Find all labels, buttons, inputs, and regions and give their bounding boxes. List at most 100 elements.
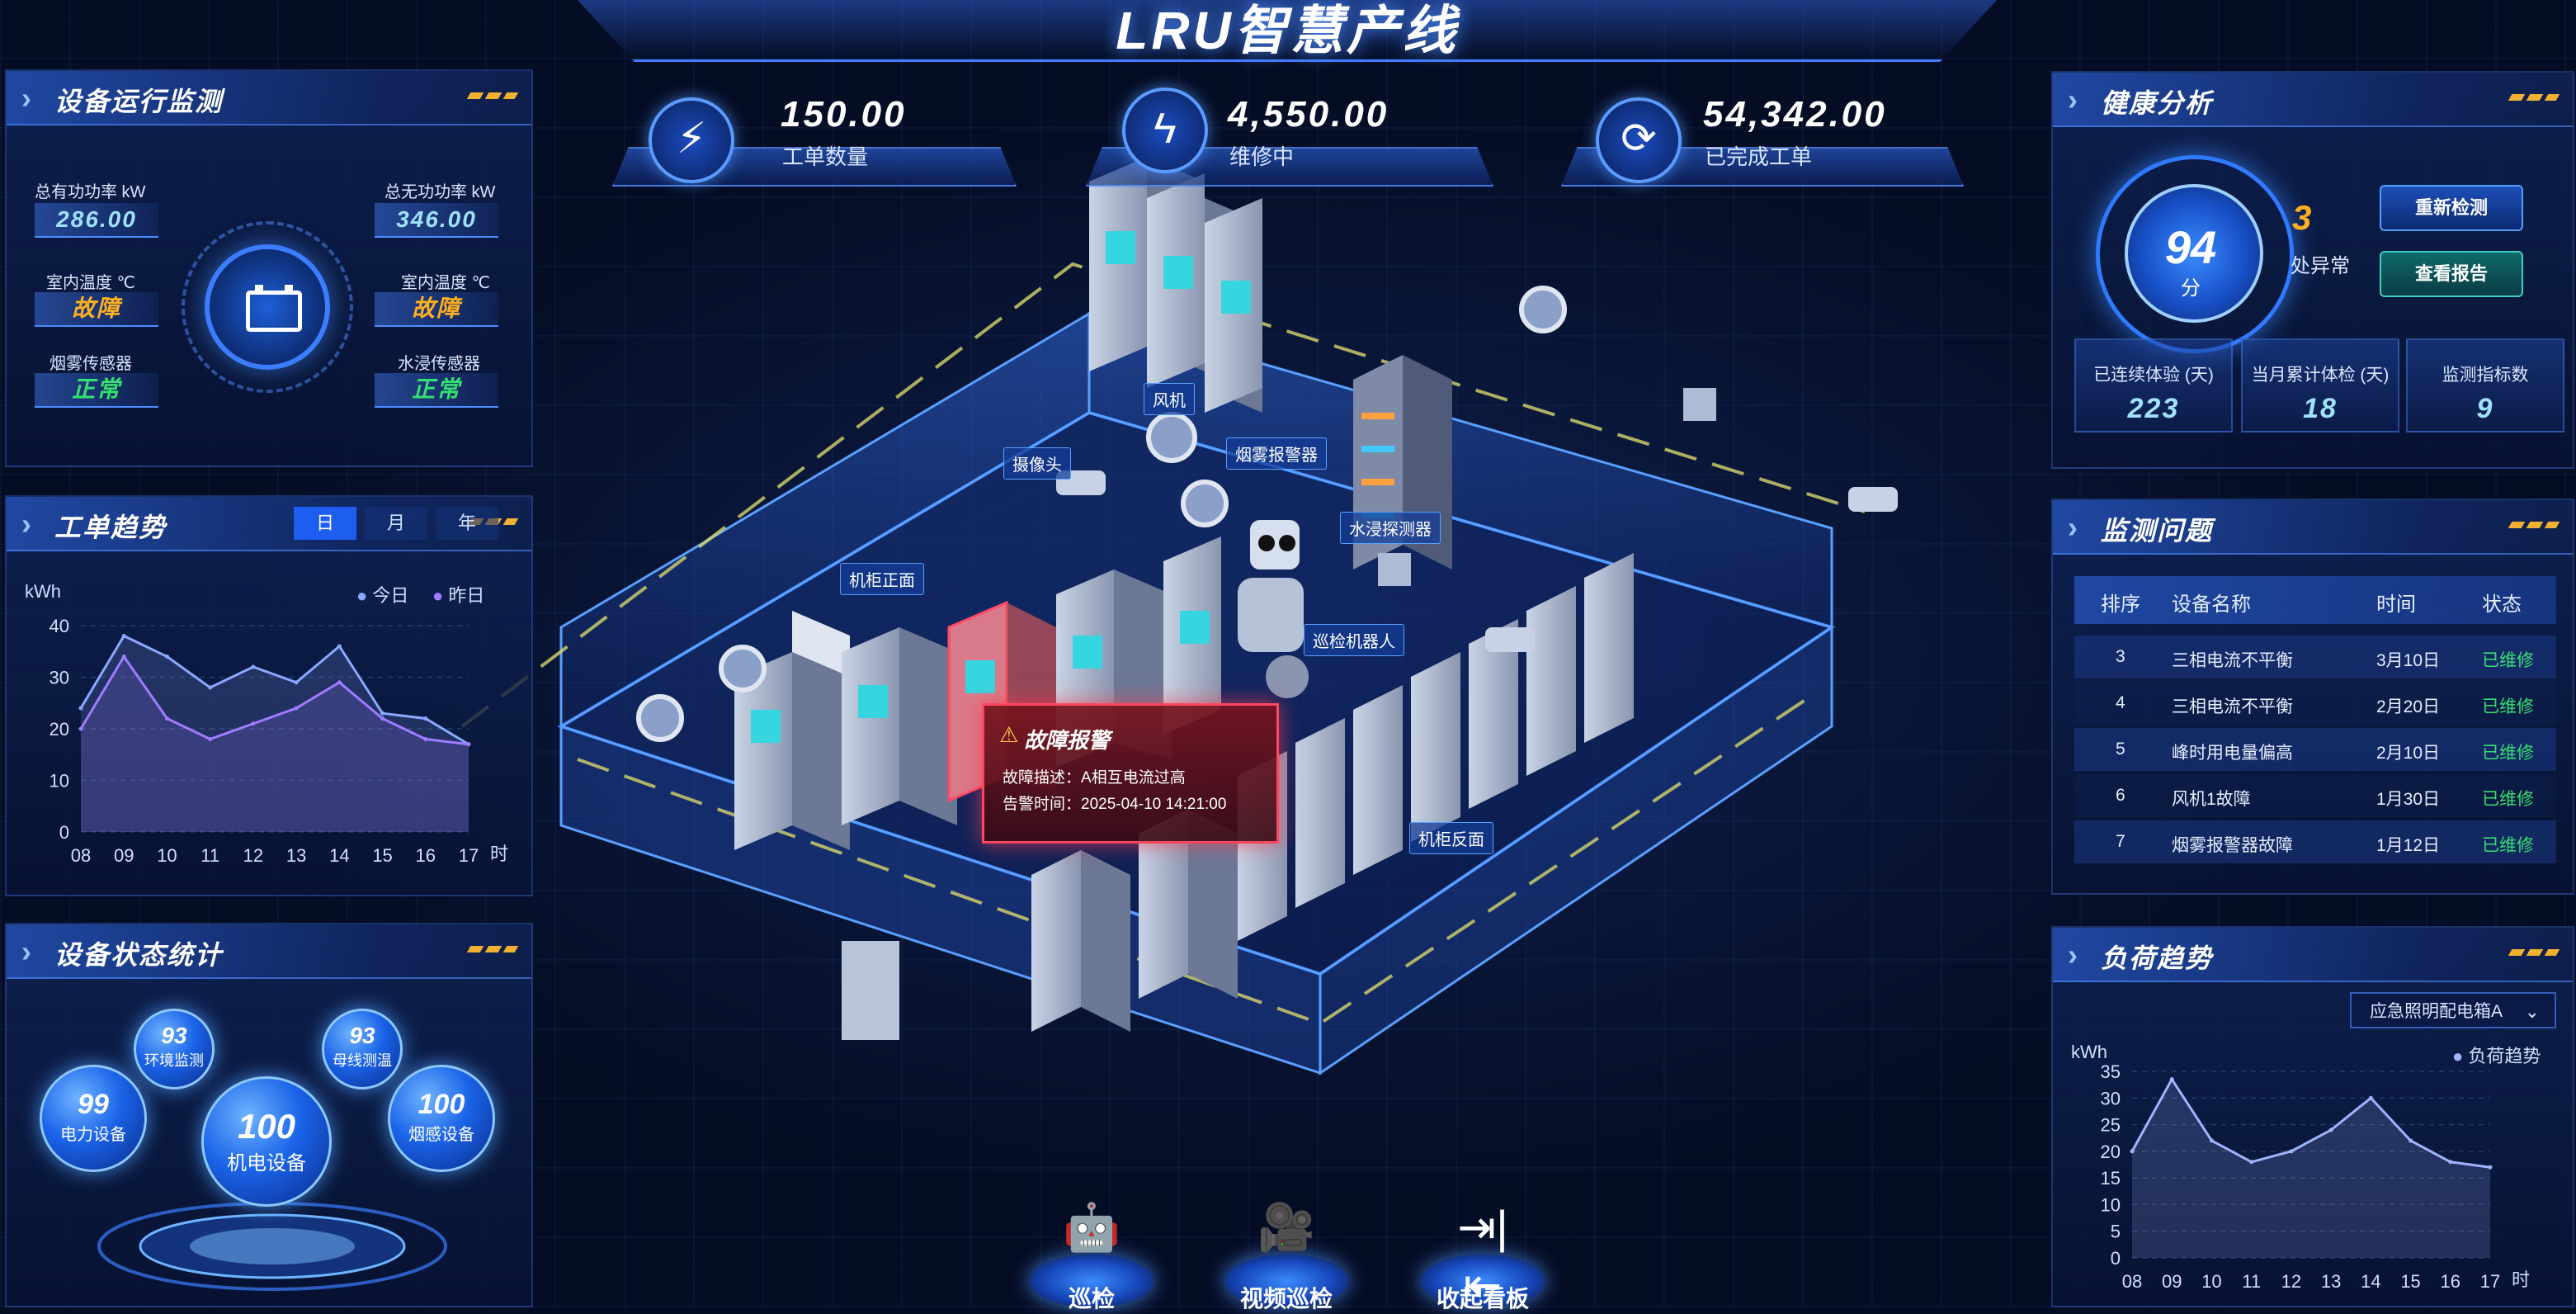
- panel-header: › 健康分析: [2053, 73, 2573, 127]
- cell-time: 1月30日: [2376, 790, 2441, 809]
- metric-label: 室内温度 ℃: [401, 274, 491, 292]
- label-inspection-robot[interactable]: 巡检机器人: [1304, 624, 1404, 656]
- data-point: [2448, 1160, 2453, 1165]
- x-tick-label: 08: [2122, 1271, 2142, 1292]
- data-point: [164, 655, 169, 659]
- metric-value: 故障: [35, 292, 158, 327]
- robot-model: [1238, 520, 1309, 698]
- door-model: [842, 941, 899, 1040]
- label-smoke-alarm[interactable]: 烟雾报警器: [1226, 437, 1327, 470]
- room-wall-front-right: [1319, 625, 1833, 1075]
- y-tick-label: 0: [2111, 1248, 2121, 1269]
- tab-day[interactable]: 日: [294, 507, 356, 540]
- fault-alarm-popup[interactable]: ⚠ 故障报警 故障描述：A相互电流过高 告警时间：2025-04-10 14:2…: [982, 703, 1279, 844]
- data-point: [164, 716, 169, 721]
- data-point: [121, 634, 126, 638]
- label-cabinet-back[interactable]: 机柜反面: [1409, 822, 1493, 854]
- cell-rank: 6: [2116, 786, 2125, 805]
- x-axis-unit: 时: [2512, 1269, 2530, 1290]
- bubble-power: 99 电力设备: [40, 1065, 147, 1172]
- table-row[interactable]: 4 三相电流不平衡 2月20日 已维修: [2074, 682, 2556, 725]
- title-banner: [578, 0, 1997, 62]
- data-point: [2130, 1149, 2135, 1154]
- bubble-smoke: 100 烟感设备: [388, 1065, 495, 1172]
- table-row[interactable]: 6 风机1故障 1月30日 已维修: [2074, 774, 2556, 817]
- lightning-bolt-icon: ϟ: [1122, 87, 1208, 173]
- robot-icon: 🤖: [1063, 1201, 1121, 1253]
- cell-device: 烟雾报警器故障: [2172, 836, 2293, 855]
- panel-header: › 负荷趋势: [2053, 928, 2573, 982]
- panel-equipment-monitor: › 设备运行监测 总有功功率 kW 286.00 总无功功率 kW 346.00…: [5, 69, 533, 467]
- x-tick-label: 14: [329, 845, 349, 866]
- stat-value: 54,342.00: [1703, 94, 1887, 135]
- data-point: [466, 742, 471, 747]
- data-point: [337, 644, 342, 649]
- button-base: [1421, 1255, 1545, 1307]
- tab-month[interactable]: 月: [365, 507, 427, 540]
- data-point: [208, 737, 213, 741]
- x-tick-label: 17: [459, 845, 479, 866]
- y-tick-label: 0: [59, 822, 69, 843]
- device-select[interactable]: 应急照明配电箱A ⌄: [2350, 992, 2556, 1028]
- collapse-board-button[interactable]: ⇥|⇤ 收起看板: [1421, 1198, 1545, 1312]
- cell-time: 2月10日: [2376, 744, 2441, 763]
- table-row[interactable]: 7 烟雾报警器故障 1月12日 已维修: [2074, 820, 2556, 863]
- data-point: [380, 716, 385, 721]
- button-label: 巡检: [1068, 1286, 1115, 1312]
- score-core: 94 分: [2125, 184, 2263, 323]
- y-tick-label: 15: [2101, 1168, 2121, 1189]
- button-label: 收起看板: [1436, 1286, 1529, 1312]
- y-tick-label: 20: [2101, 1141, 2121, 1162]
- alarm-time-value: 2025-04-10 14:21:00: [1081, 796, 1227, 813]
- header-decoration: [2508, 94, 2560, 101]
- chevron-right-icon: ›: [21, 81, 31, 115]
- tab-year[interactable]: 年: [436, 507, 498, 540]
- power-gauge: [182, 221, 353, 393]
- bubble-value: 99: [78, 1089, 109, 1120]
- issues-table-header: 排序 设备名称 时间 状态: [2074, 576, 2556, 624]
- series-area: [81, 636, 469, 832]
- cell-rank: 4: [2116, 693, 2125, 712]
- data-point: [251, 664, 256, 669]
- view-report-button[interactable]: 查看报告: [2380, 251, 2523, 297]
- inspection-button[interactable]: 🤖 巡检: [1030, 1198, 1154, 1312]
- x-tick-label: 17: [2480, 1271, 2500, 1292]
- box-label: 当月累计体检 (天): [2251, 366, 2390, 385]
- label-cabinet-front[interactable]: 机柜正面: [840, 563, 924, 595]
- table-row[interactable]: 5 峰时用电量偏高 2月10日 已维修: [2074, 728, 2556, 771]
- metric-label: 总有功功率 kW: [35, 183, 146, 201]
- alarm-time-label: 告警时间：: [1003, 796, 1082, 813]
- cell-rank: 5: [2116, 740, 2125, 759]
- header-decoration: [2508, 949, 2560, 956]
- metric-value: 286.00: [35, 203, 158, 238]
- video-inspection-button[interactable]: 🎥 视频巡检: [1224, 1198, 1348, 1312]
- y-axis-unit: kWh: [2071, 1042, 2107, 1062]
- fan-model: [1146, 412, 1197, 463]
- panel-header: › 监测问题: [2053, 500, 2573, 555]
- metric-value: 故障: [375, 292, 498, 327]
- panel-title: 设备运行监测: [54, 87, 224, 116]
- chevron-right-icon: ›: [2068, 938, 2078, 971]
- label-fan[interactable]: 风机: [1144, 383, 1195, 415]
- metric-value: 正常: [375, 373, 498, 408]
- cell-device: 峰时用电量偏高: [2172, 744, 2293, 763]
- x-tick-label: 13: [286, 845, 306, 866]
- table-row[interactable]: 3 三相电流不平衡 3月10日 已维修: [2074, 636, 2556, 678]
- box-label: 已连续体验 (天): [2093, 366, 2214, 385]
- x-tick-label: 09: [114, 845, 134, 866]
- cell-status: 已维修: [2482, 651, 2534, 670]
- legend-label: 昨日: [448, 585, 485, 606]
- recheck-button[interactable]: 重新检测: [2380, 185, 2523, 231]
- y-tick-label: 10: [50, 771, 69, 792]
- panel-title: 健康分析: [2101, 88, 2214, 118]
- page-title: LRU智慧产线: [1116, 1, 1459, 60]
- video-camera-icon: 🎥: [1257, 1201, 1315, 1253]
- cell-status: 已维修: [2482, 836, 2534, 855]
- data-point: [337, 680, 342, 685]
- data-point: [294, 680, 299, 685]
- panel-header: › 设备状态统计: [7, 924, 531, 979]
- cabinet-row-back: [1089, 157, 1262, 413]
- label-camera[interactable]: 摄像头: [1003, 447, 1071, 480]
- label-water-detector[interactable]: 水浸探测器: [1340, 512, 1441, 544]
